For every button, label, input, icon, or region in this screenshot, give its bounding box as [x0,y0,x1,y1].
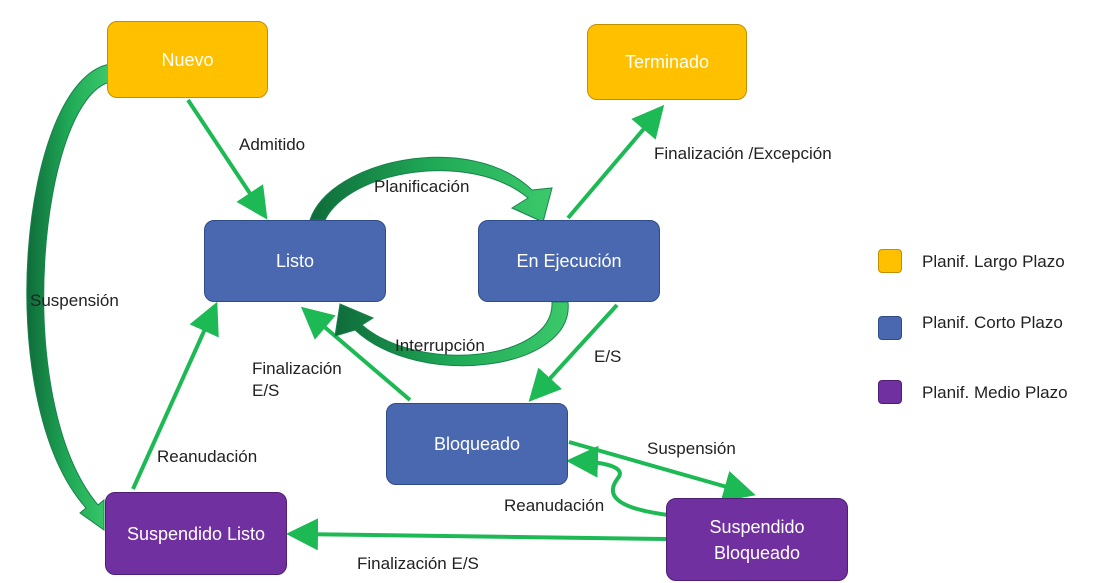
state-bloqueado: Bloqueado [386,403,568,485]
state-suspendido-listo: Suspendido Listo [105,492,287,575]
legend-label-corto: Planif. Corto Plazo [922,313,1063,332]
label-admitido: Admitido [239,135,306,154]
arrow-reanudacion-listo [131,301,219,490]
arrow-finalizacion-excepcion [566,104,665,220]
state-terminado: Terminado [587,24,747,100]
arrow-interrupcion [334,301,569,367]
label-es: E/S [594,347,622,366]
state-suspendido-bloqueado: Suspendido Bloqueado [666,498,848,581]
arrow-finalizacion-es-suspendido [286,518,667,551]
state-nuevo-label: Nuevo [161,49,214,70]
label-reanudacion-left: Reanudación [157,447,258,466]
arrow-reanudacion-bloqueado [566,445,669,517]
arrow-finalizacion-es-listo [300,306,412,402]
label-finalizacion-es-suspendido: Finalización E/S [357,554,479,573]
label-suspension-left: Suspensión [30,291,119,310]
state-en-ejecucion: En Ejecución [478,220,660,302]
label-finalizacion-es-listo: Finalización E/S [252,359,342,400]
legend-swatch-medio [878,380,902,404]
arrow-admitido [186,98,268,220]
state-suspendido-bloqueado-label: Suspendido Bloqueado [709,516,805,563]
arrow-suspension-bloqueado [568,440,756,502]
legend-label-largo: Planif. Largo Plazo [922,252,1065,271]
state-en-ejecucion-label: En Ejecución [516,251,622,271]
arrow-suspension-nuevo [26,63,111,531]
state-suspendido-listo-label: Suspendido Listo [126,523,266,544]
label-reanudacion-right: Reanudación [504,496,605,515]
state-listo: Listo [204,220,386,302]
label-interrupcion: Interrupción [395,336,485,355]
legend-swatch-corto [878,316,902,340]
label-finalizacion-excepcion: Finalización /Excepción [654,144,832,163]
arrow-es [528,303,619,402]
legend-swatch-largo [878,249,902,273]
state-listo-label: Listo [275,251,315,271]
state-nuevo: Nuevo [107,21,268,98]
arrow-planificacion [309,156,553,223]
label-suspension-right: Suspensión [647,439,736,458]
state-terminado-label: Terminado [624,52,710,72]
state-bloqueado-label: Bloqueado [433,434,521,454]
label-planificacion: Planificación [374,177,470,196]
legend-label-medio: Planif. Medio Plazo [922,383,1068,402]
